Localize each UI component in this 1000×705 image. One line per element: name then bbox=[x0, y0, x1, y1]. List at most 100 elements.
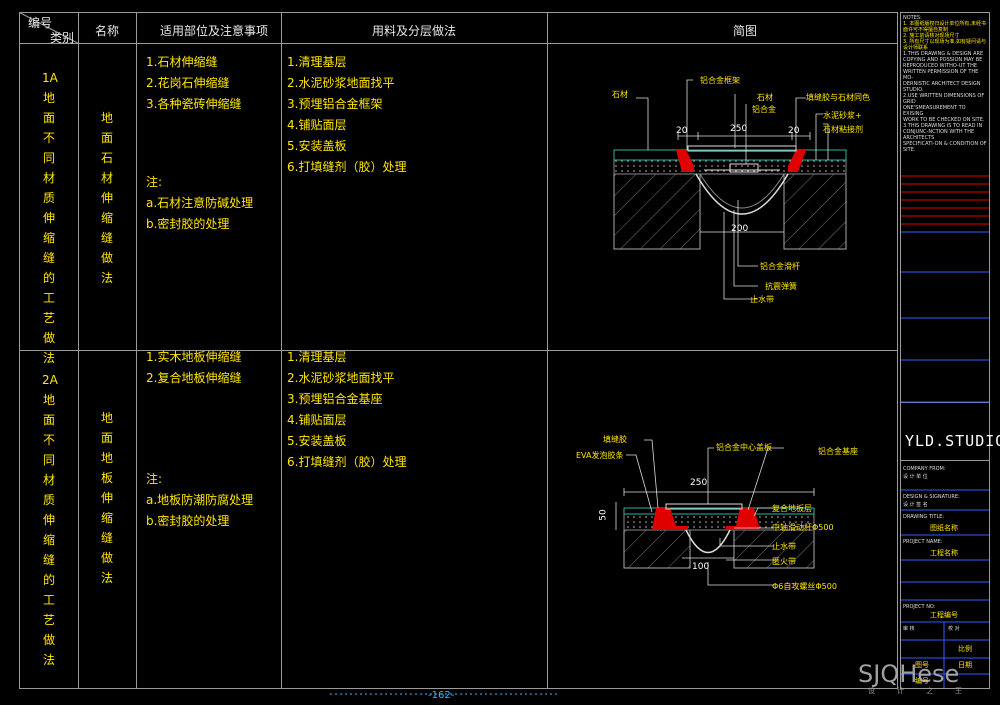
label-sealant-2: 填缝胶 bbox=[603, 435, 627, 444]
label-al-alloy: 铝合金 bbox=[752, 105, 776, 114]
note-en: 2.USE WRITTEN DIMENSIONS OF GRID bbox=[903, 93, 985, 105]
scale-label: 比例 bbox=[958, 645, 972, 653]
row1-materials-list: 1.清理基层 2.水泥砂浆地面找平 3.预埋铝合金框架 4.铺贴面层 5.安装盖… bbox=[287, 52, 406, 178]
project-no-value: 工程编号 bbox=[930, 611, 958, 619]
title-block-notes: NOTES: 1. 本图纸版权归设计单位所有,未经书面许可不得擅自复制 2. 施… bbox=[903, 15, 987, 153]
dim-20-left: 20 bbox=[676, 126, 688, 136]
note-cn: 1. 本图纸版权归设计单位所有,未经书面许可不得擅自复制 bbox=[903, 21, 986, 33]
label-composite: 复合地板层 bbox=[772, 504, 812, 513]
note-en: WRITTEN PERMISSION OF THE MO- bbox=[903, 69, 979, 81]
label-waterstop-2: 止水带 bbox=[772, 542, 796, 551]
stone-joint-section-drawing bbox=[613, 79, 847, 300]
material-step: 5.安装盖板 bbox=[287, 434, 347, 448]
row2-notes: 注: a.地板防潮防腐处理 b.密封胶的处理 bbox=[146, 469, 253, 532]
project-value: 工程名称 bbox=[930, 549, 958, 557]
notes-head: NOTES: bbox=[903, 15, 922, 21]
note-en: 1.THIS DRAWING & DESIGN ARE bbox=[903, 51, 984, 57]
scope-item: 3.各种瓷砖伸缩缝 bbox=[146, 97, 242, 111]
material-step: 4.铺贴面层 bbox=[287, 118, 347, 132]
material-step: 6.打填缝剂（胶）处理 bbox=[287, 455, 407, 469]
row2-scope-list: 1.实木地板伸缩缝 2.复合地板伸缩缝 bbox=[146, 347, 241, 389]
dim-250: 250 bbox=[730, 124, 748, 134]
scope-item: 2.复合地板伸缩缝 bbox=[146, 371, 242, 385]
dim-20-right: 20 bbox=[788, 126, 800, 136]
note-cn: 2. 施工前请核对现场尺寸 bbox=[903, 33, 960, 39]
dim-250-2: 250 bbox=[690, 478, 708, 488]
material-step: 4.铺贴面层 bbox=[287, 413, 347, 427]
project-label: PROJECT NAME: bbox=[903, 539, 943, 545]
label-stone-adhesive: 石材粘接剂 bbox=[823, 125, 863, 134]
date-label: 日期 bbox=[958, 661, 972, 669]
watermark-sub: 设计之王 bbox=[868, 687, 984, 695]
watermark-logo: SJQHese bbox=[858, 660, 960, 688]
studio-name: YLD.STUDIO bbox=[905, 432, 1000, 450]
label-al-frame: 铝合金框架 bbox=[700, 76, 740, 85]
row1-scope-list: 1.石材伸缩缝 2.花岗石伸缩缝 3.各种瓷砖伸缩缝 bbox=[146, 52, 241, 115]
label-slide-rod: 中轴滑动杆Φ500 bbox=[772, 523, 834, 532]
material-step: 2.水泥砂浆地面找平 bbox=[287, 76, 395, 90]
sheet-no-label: 图号 bbox=[915, 661, 929, 669]
check-label: 校 对 bbox=[948, 626, 960, 632]
note-en: ONE'SMEASUREMENT TO EXISING bbox=[903, 105, 966, 117]
label-waterstop: 止水带 bbox=[750, 295, 774, 304]
header-name: 名称 bbox=[95, 24, 120, 38]
page-number: -162- bbox=[428, 690, 455, 701]
row2-code-vertical: 2A地面不同材质伸缩缝的工艺做法 bbox=[42, 373, 58, 667]
note-en: CONJUNC-NCTION WITH THE ARCHITECTS bbox=[903, 129, 975, 141]
label-anti-quake: 抗震弹簧 bbox=[765, 282, 797, 291]
note-item: a.石材注意防碱处理 bbox=[146, 196, 254, 210]
label-al-base: 铝合金基座 bbox=[818, 447, 858, 456]
company-label: COMPANY FROM: bbox=[903, 466, 946, 472]
note-title: 注: bbox=[146, 175, 163, 189]
header-category: 类别 bbox=[50, 31, 75, 45]
label-al-slide: 铝合金滑杆 bbox=[760, 262, 800, 271]
header-code: 编号 bbox=[28, 16, 53, 30]
material-step: 3.预埋铝合金基座 bbox=[287, 392, 383, 406]
label-stone-left: 石材 bbox=[612, 90, 628, 99]
header-scope: 适用部位及注意事项 bbox=[160, 24, 269, 38]
drawn-label: 编号 bbox=[915, 677, 929, 685]
label-eva: EVA发泡胶条 bbox=[576, 451, 624, 460]
material-step: 1.清理基层 bbox=[287, 55, 347, 69]
scope-item: 1.石材伸缩缝 bbox=[146, 55, 218, 69]
note-en: COPYING AND POSSION MAY BE bbox=[903, 57, 983, 63]
project-no-label: PROJECT NO: bbox=[903, 604, 936, 610]
dim-100: 100 bbox=[692, 562, 710, 572]
scope-item: 2.花岗石伸缩缝 bbox=[146, 76, 230, 90]
note-en: REPRODUCED WITHO-UT THE bbox=[903, 63, 978, 69]
header-sketch: 简图 bbox=[733, 24, 758, 38]
drawing-title-value: 图纸名称 bbox=[930, 524, 958, 532]
note-item: a.地板防潮防腐处理 bbox=[146, 493, 254, 507]
note-en: SPECIFICATI-ON & CONDITION OF SITE. bbox=[903, 141, 987, 153]
label-sealant: 填缝胶与石材同色 bbox=[806, 93, 870, 102]
note-en: 3.THIS DRAWING IS TO READ IN bbox=[903, 123, 983, 129]
label-cement: 水泥砂浆+ bbox=[823, 111, 862, 120]
scope-item: 1.实木地板伸缩缝 bbox=[146, 350, 242, 364]
signature-label: DESIGN & SIGNATURE: bbox=[903, 494, 960, 500]
dim-200: 200 bbox=[731, 224, 749, 234]
note-item: b.密封胶的处理 bbox=[146, 217, 230, 231]
material-step: 2.水泥砂浆地面找平 bbox=[287, 371, 395, 385]
note-cn: 3. 所有尺寸以现场为准,如有疑问请与设计师联系 bbox=[903, 39, 986, 51]
row2-name-vertical: 地面地板伸缩缝做法 bbox=[100, 411, 113, 585]
material-step: 1.清理基层 bbox=[287, 350, 347, 364]
drawing-title-label: DRAWING TITLE: bbox=[903, 514, 945, 520]
floorboard-joint-section-drawing bbox=[615, 439, 815, 586]
label-al-cover: 铝合金中心盖板 bbox=[716, 443, 772, 452]
label-stone-top: 石材 bbox=[757, 93, 773, 102]
row2-materials-list: 1.清理基层 2.水泥砂浆地面找平 3.预埋铝合金基座 4.铺贴面层 5.安装盖… bbox=[287, 347, 406, 473]
signature-value: 设 计 签 名 bbox=[903, 502, 928, 508]
row1-name-vertical: 地面石材伸缩缝做法 bbox=[100, 111, 113, 285]
audit-label: 审 核 bbox=[903, 626, 915, 632]
row1-code-vertical: 1A地面不同材质伸缩缝的工艺做法 bbox=[42, 71, 58, 365]
note-item: b.密封胶的处理 bbox=[146, 514, 230, 528]
material-step: 3.预埋铝合金框架 bbox=[287, 97, 383, 111]
material-step: 5.安装盖板 bbox=[287, 139, 347, 153]
company-value: 设 计 单 位 bbox=[903, 474, 928, 480]
note-title: 注: bbox=[146, 472, 163, 486]
dim-50: 50 bbox=[598, 509, 609, 521]
header-materials: 用料及分层做法 bbox=[372, 24, 457, 38]
label-screw: Φ6自攻螺丝Φ500 bbox=[772, 582, 837, 591]
